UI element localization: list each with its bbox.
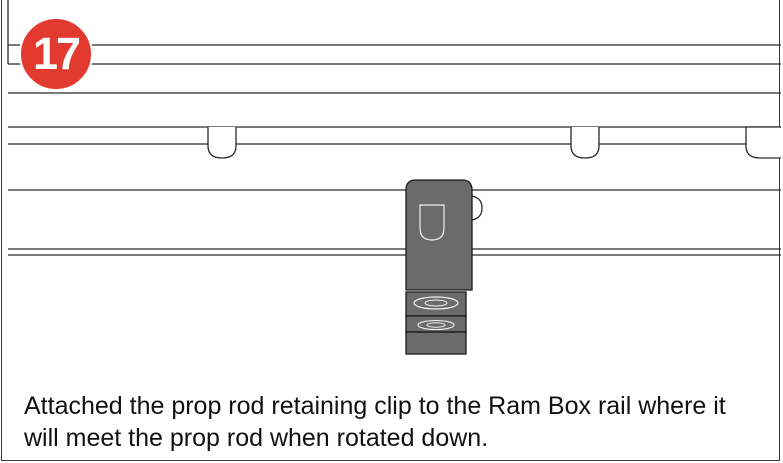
rail-notch (471, 195, 483, 221)
rail-tab-right (570, 127, 600, 159)
step-number: 17 (32, 28, 81, 79)
clip-slot (419, 204, 445, 241)
prop-rod-retaining-clip (405, 179, 473, 355)
rail-tab-edge (745, 126, 781, 159)
step-number-badge: 17 (19, 17, 93, 91)
rail-clip-illustration (7, 0, 781, 355)
instruction-caption: Attached the prop rod retaining clip to … (24, 392, 726, 452)
rail-tab-left (207, 127, 237, 159)
